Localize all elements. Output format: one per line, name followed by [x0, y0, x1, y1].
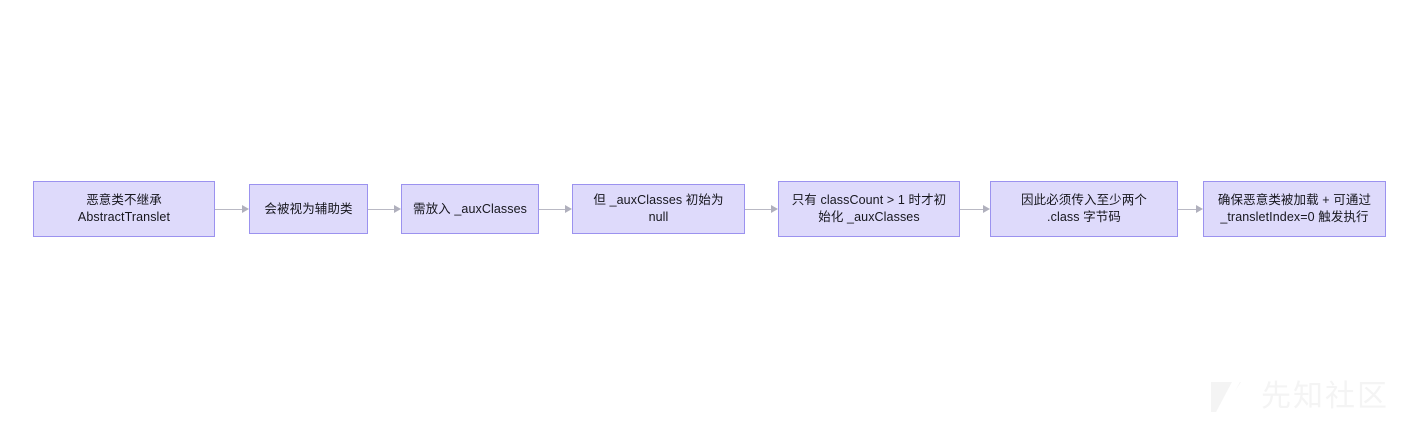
flow-arrow-4	[745, 201, 778, 217]
arrow-line	[745, 208, 772, 210]
arrow-head-icon	[394, 205, 401, 213]
flow-node-trigger-execution[interactable]: 确保恶意类被加载 + 可通过 _transletIndex=0 触发执行	[1203, 181, 1386, 237]
flow-arrow-5	[960, 201, 990, 217]
arrow-line	[960, 208, 984, 210]
flow-node-put-auxclasses[interactable]: 需放入 _auxClasses	[401, 184, 539, 234]
slash-square-logo-icon	[1207, 378, 1251, 416]
arrow-line	[1178, 208, 1197, 210]
watermark: 先知社区	[1207, 378, 1389, 416]
arrow-head-icon	[565, 205, 572, 213]
flowchart: 恶意类不继承 AbstractTranslet 会被视为辅助类 需放入 _aux…	[33, 181, 1386, 237]
flow-arrow-6	[1178, 201, 1203, 217]
arrow-head-icon	[242, 205, 249, 213]
flow-arrow-1	[215, 201, 249, 217]
watermark-text: 先知社区	[1261, 379, 1389, 414]
arrow-line	[215, 208, 243, 210]
arrow-head-icon	[1196, 205, 1203, 213]
flow-node-two-class-bytecode[interactable]: 因此必须传入至少两个 .class 字节码	[990, 181, 1178, 237]
flow-arrow-2	[368, 201, 401, 217]
arrow-line	[368, 208, 395, 210]
arrow-head-icon	[983, 205, 990, 213]
arrow-head-icon	[771, 205, 778, 213]
arrow-line	[539, 208, 566, 210]
flow-arrow-3	[539, 201, 572, 217]
flow-node-auxclasses-null[interactable]: 但 _auxClasses 初始为 null	[572, 184, 745, 234]
flow-node-classcount-condition[interactable]: 只有 classCount > 1 时才初 始化 _auxClasses	[778, 181, 960, 237]
flow-node-malicious-class[interactable]: 恶意类不继承 AbstractTranslet	[33, 181, 215, 237]
flow-node-aux-class[interactable]: 会被视为辅助类	[249, 184, 368, 234]
